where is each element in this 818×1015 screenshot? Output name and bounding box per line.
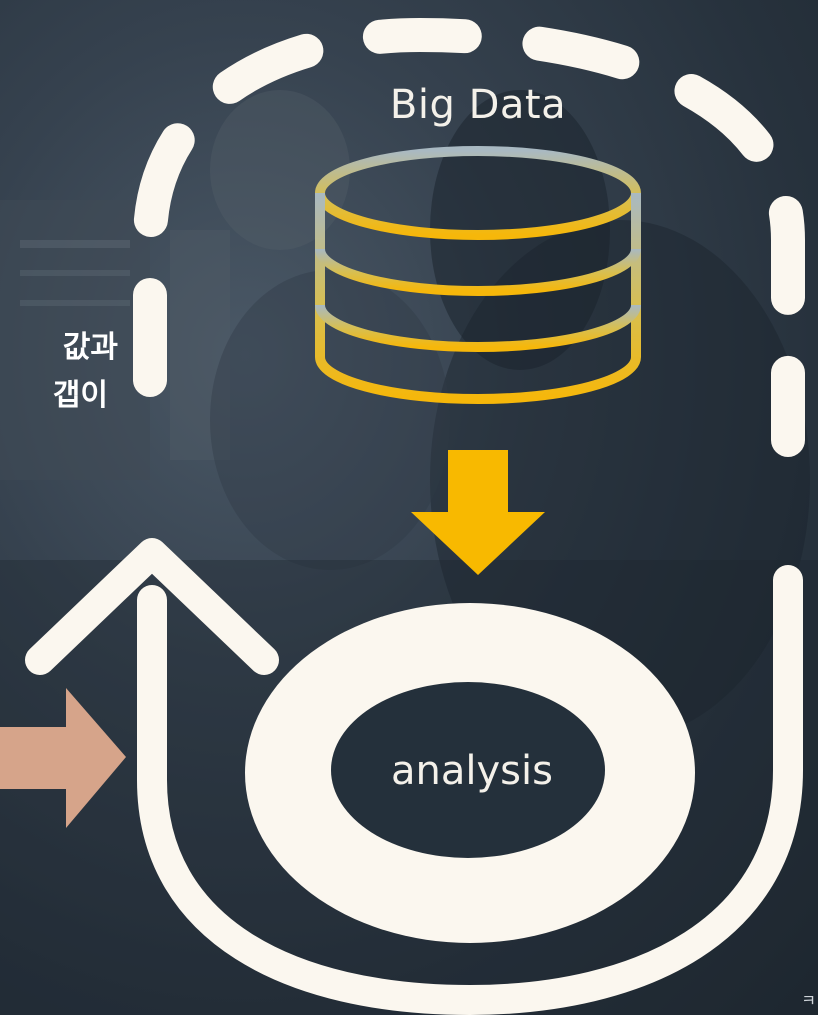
database-icon — [315, 146, 641, 404]
side-text-line-1: 값과 — [62, 330, 118, 365]
arrow-up-icon — [25, 538, 279, 675]
arrow-right-icon — [0, 688, 126, 828]
corner-mark: ㅋ — [801, 991, 816, 1010]
analysis-label: analysis — [391, 748, 553, 794]
cycle-loop-dashed — [133, 17, 805, 457]
side-text-line-2: 갭이 — [52, 378, 108, 413]
arrow-down-icon — [411, 450, 545, 575]
cycle-loop-solid — [137, 565, 803, 1015]
analysis-core — [331, 682, 605, 858]
big-data-label: Big Data — [389, 82, 567, 128]
